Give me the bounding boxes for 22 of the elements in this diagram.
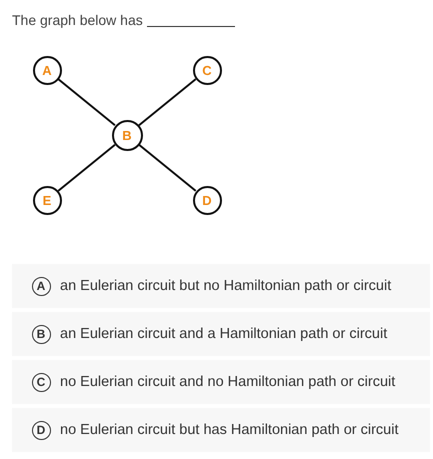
option-text: an Eulerian circuit but no Hamiltonian path or circuit: [60, 278, 392, 294]
answer-option-panel: [12, 312, 430, 356]
answer-option-panel: [12, 264, 430, 308]
option-text: an Eulerian circuit and a Hamiltonian path or circuit: [60, 326, 388, 342]
question-text: The graph below has: [12, 12, 143, 29]
vertex-circle: C: [192, 56, 222, 84]
answer-option-panel: [12, 360, 430, 404]
option-letter: D: [32, 420, 50, 440]
option-text: no Eulerian circuit but has Hamiltonian path or circuit: [60, 422, 398, 438]
graph-edge: [138, 78, 196, 126]
vertex-circle: E: [32, 186, 62, 214]
option-text: no Eulerian circuit and no Hamiltonian path or circuit: [60, 374, 396, 390]
graph-edge: [138, 144, 196, 192]
option-letter: C: [32, 372, 50, 392]
vertex-circle: D: [192, 186, 222, 214]
vertex-circle: A: [32, 56, 62, 84]
graph-edge: [58, 144, 116, 192]
vertex-circle: B: [112, 120, 142, 150]
option-letter: A: [32, 276, 50, 296]
graph-edge: [58, 78, 116, 126]
option-letter: B: [32, 324, 50, 344]
answer-option-panel: [12, 408, 430, 452]
